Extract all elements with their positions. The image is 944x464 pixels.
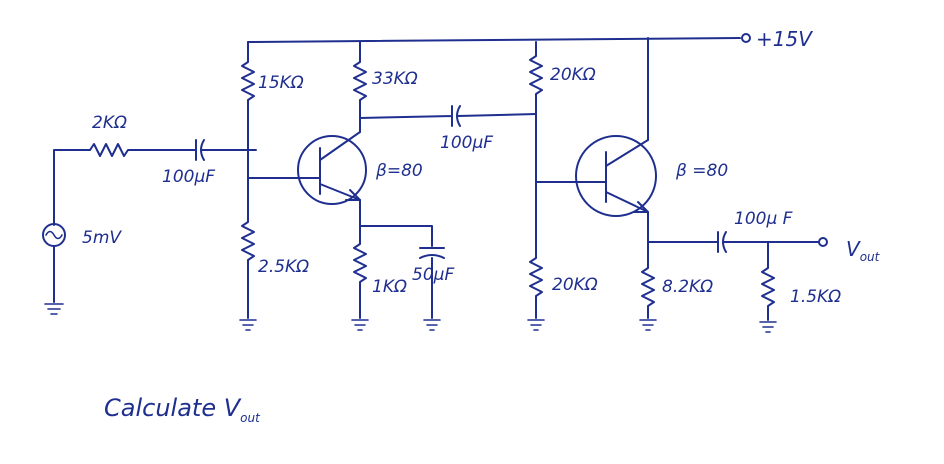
resistor-r3-label: 20KΩ (550, 65, 596, 85)
output-terminal: Vout (818, 237, 881, 264)
supply-voltage-label: +15V (756, 27, 813, 51)
resistor-re1-label: 1KΩ (372, 277, 407, 297)
q1-emitter-wire (359, 199, 433, 247)
resistor-r1: 15KΩ (241, 41, 304, 181)
resistor-r1-label: 15KΩ (258, 73, 304, 93)
resistor-re2-label: 8.2KΩ (662, 277, 713, 297)
resistor-rs: 2KΩ (89, 113, 189, 157)
capacitor-couple: 100µF (359, 105, 537, 153)
capacitor-cin-label: 100µF (162, 167, 215, 187)
capacitor-bypass-label: 50µF (412, 265, 454, 285)
capacitor-cout: 100µ F (647, 209, 819, 253)
capacitor-bypass: 50µF (412, 247, 454, 331)
resistor-rl: 1.5KΩ (759, 241, 841, 333)
resistor-rl-label: 1.5KΩ (790, 287, 841, 307)
resistor-r4-label: 20KΩ (552, 275, 598, 295)
question-text: Calculate Vout (104, 394, 261, 425)
q2-beta-label: β =80 (675, 161, 728, 181)
transistor-q2: β =80 (575, 135, 728, 217)
output-label: Vout (846, 237, 881, 264)
supply-rail: +15V (247, 27, 813, 51)
signal-source: 5mV (42, 149, 122, 315)
resistor-rc1-label: 33KΩ (372, 69, 418, 89)
capacitor-cin: 100µF (162, 139, 257, 187)
capacitor-couple-label: 100µF (440, 133, 493, 153)
resistor-re1: 1KΩ (351, 225, 407, 331)
source-voltage-label: 5mV (82, 228, 122, 248)
resistor-rs-label: 2KΩ (92, 113, 127, 133)
resistor-r4: 20KΩ (527, 181, 598, 331)
resistor-r3: 20KΩ (529, 41, 596, 183)
resistor-rc1: 33KΩ (353, 41, 418, 133)
resistor-r2: 2.5KΩ (239, 179, 309, 331)
resistor-r2-label: 2.5KΩ (258, 257, 309, 277)
capacitor-cout-label: 100µ F (734, 209, 793, 229)
q1-beta-label: β=80 (375, 161, 423, 181)
resistor-re2: 8.2KΩ (639, 211, 713, 331)
transistor-q1: β=80 (297, 131, 423, 205)
